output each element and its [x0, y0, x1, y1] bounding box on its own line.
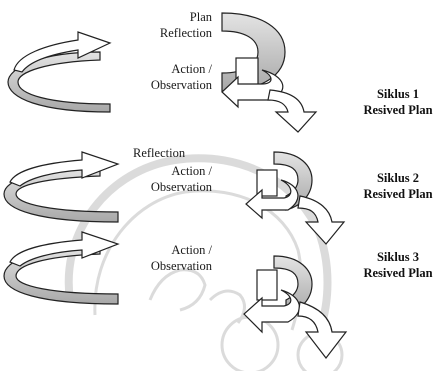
- cycle3-siklus-title: Siklus 3: [376, 250, 420, 264]
- cycle1-observation-label: Observation: [150, 78, 212, 92]
- cycle1-back-arrow: [221, 69, 284, 109]
- cycle1-plan-label: Plan: [189, 10, 212, 24]
- cycle3-observation-label: Observation: [150, 259, 212, 273]
- cycle3-loop-arrow: [3, 231, 120, 305]
- cycle3-band: [273, 255, 313, 315]
- cycle1-loop-arrow: [7, 31, 112, 113]
- cycle3-action-box: [256, 269, 278, 301]
- cycle2-loop-arrow: [3, 151, 120, 223]
- cycle2-action-label: Action /: [171, 164, 212, 178]
- cycle1-down-arrow: [267, 89, 318, 133]
- cycle3-action-label: Action /: [171, 243, 212, 257]
- cycle1-siklus-title: Siklus 1: [376, 87, 420, 101]
- cycle2-down-arrow: [297, 195, 346, 245]
- cycle1-action-label: Action /: [171, 62, 212, 76]
- cycle1-siklus-subtitle: Resived Plan: [363, 103, 433, 117]
- cycle2-back-arrow: [245, 179, 299, 220]
- cycle3-back-arrow: [243, 289, 300, 334]
- cycle2-siklus-title: Siklus 2: [376, 171, 420, 185]
- cycle2-siklus-subtitle: Resived Plan: [363, 187, 433, 201]
- cycle2-band: [273, 151, 313, 211]
- cycle2-reflection-label: Reflection: [133, 146, 186, 160]
- cycle2-observation-label: Observation: [150, 180, 212, 194]
- cycle1-reflection-label: Reflection: [159, 26, 212, 40]
- cycle3-siklus-subtitle: Resived Plan: [363, 266, 433, 280]
- cycle3-down-arrow: [297, 301, 348, 359]
